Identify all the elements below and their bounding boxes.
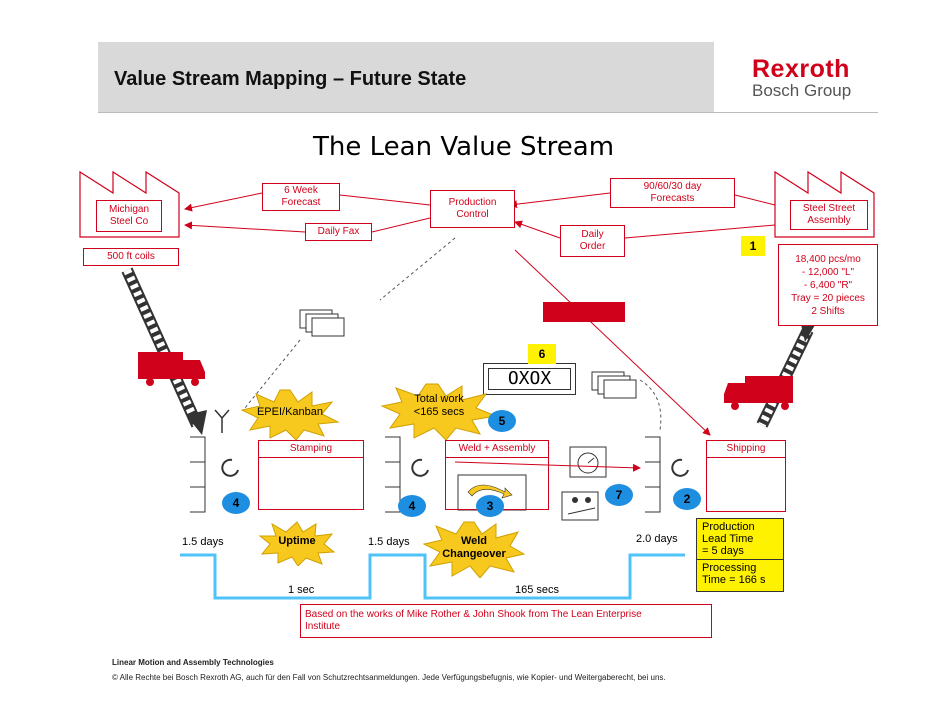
supplier-material: 500 ft coils (83, 248, 179, 266)
load-leveling-box: OXOX (488, 368, 571, 390)
footer-copyright: © Alle Rechte bei Bosch Rexroth AG, auch… (112, 673, 666, 682)
process-stamping: Stamping (258, 440, 364, 510)
stopwatch-icon (569, 446, 607, 478)
kaizen-number-4b: 4 (398, 495, 426, 517)
daily-fax-box: Daily Fax (305, 223, 372, 241)
daily-order-box: Daily Order (560, 225, 625, 257)
production-control-box: Production Control (430, 190, 515, 228)
timeline-days-3: 2.0 days (636, 533, 678, 545)
kaizen-number-7: 7 (605, 484, 633, 506)
timeline-time-2: 165 secs (515, 584, 560, 596)
epei-label: EPEI/Kanban (256, 406, 324, 418)
diagram-title: The Lean Value Stream (313, 132, 615, 162)
processing-time-label: Processing Time = 166 s (702, 562, 766, 586)
process-stamping-label: Stamping (259, 441, 363, 458)
brand-sub: Bosch Group (752, 81, 852, 100)
weld-changeover-label: Weld Changeover (442, 535, 506, 560)
timeline (180, 553, 685, 600)
supplier-box: Michigan Steel Co (96, 200, 162, 232)
process-weld-label: Weld + Assembly (446, 441, 548, 458)
lead-time-label: Production Lead Time = 5 days (697, 519, 783, 560)
kaizen-number-1: 1 (741, 236, 765, 256)
forecasts-906030-box: 90/60/30 day Forecasts (610, 178, 735, 208)
kaizen-number-4a: 4 (222, 492, 250, 514)
brand-name: Rexroth (752, 55, 850, 83)
kaizen-number-6: 6 (528, 344, 556, 364)
kaizen-burst-epei: EPEI/Kanban (240, 388, 340, 440)
timeline-days-2: 1.5 days (368, 536, 410, 548)
kaizen-number-3: 3 (476, 495, 504, 517)
lead-time-summary: Production Lead Time = 5 days Processing… (696, 518, 784, 592)
timeline-time-1: 1 sec (288, 584, 315, 596)
operator-icon (561, 491, 599, 521)
timeline-days-1: 1.5 days (182, 536, 224, 548)
kanban-orders-box: Kan. Orders (543, 302, 625, 322)
process-shipping-label: Shipping (707, 441, 785, 458)
process-shipping: Shipping (706, 440, 786, 512)
kaizen-burst-uptime: Uptime (258, 520, 336, 566)
customer-demand-box: 18,400 pcs/mo - 12,000 "L" - 6,400 "R" T… (778, 244, 878, 326)
header-divider (98, 112, 878, 113)
kaizen-burst-total-work: Total work <165 secs (380, 382, 498, 440)
credit-box: Based on the works of Mike Rother & John… (300, 604, 712, 638)
customer-box: Steel Street Assembly (790, 200, 868, 230)
footer-division: Linear Motion and Assembly Technologies (112, 658, 274, 667)
uptime-label: Uptime (278, 535, 316, 547)
kaizen-number-5: 5 (488, 410, 516, 432)
kanban-cards-icon (299, 309, 637, 399)
kaizen-number-2: 2 (673, 488, 701, 510)
kaizen-burst-weld-changeover: Weld Changeover (422, 520, 526, 578)
forecast-6week-box: 6 Week Forecast (262, 183, 340, 211)
customer-truck-icon (724, 376, 793, 410)
page-title: Value Stream Mapping – Future State (114, 68, 467, 90)
total-work-label: Total work <165 secs (413, 393, 465, 418)
brand-logo: Rexroth Bosch Group (752, 56, 851, 100)
supplier-truck-icon (138, 352, 205, 386)
header-band: Value Stream Mapping – Future State (98, 42, 714, 112)
